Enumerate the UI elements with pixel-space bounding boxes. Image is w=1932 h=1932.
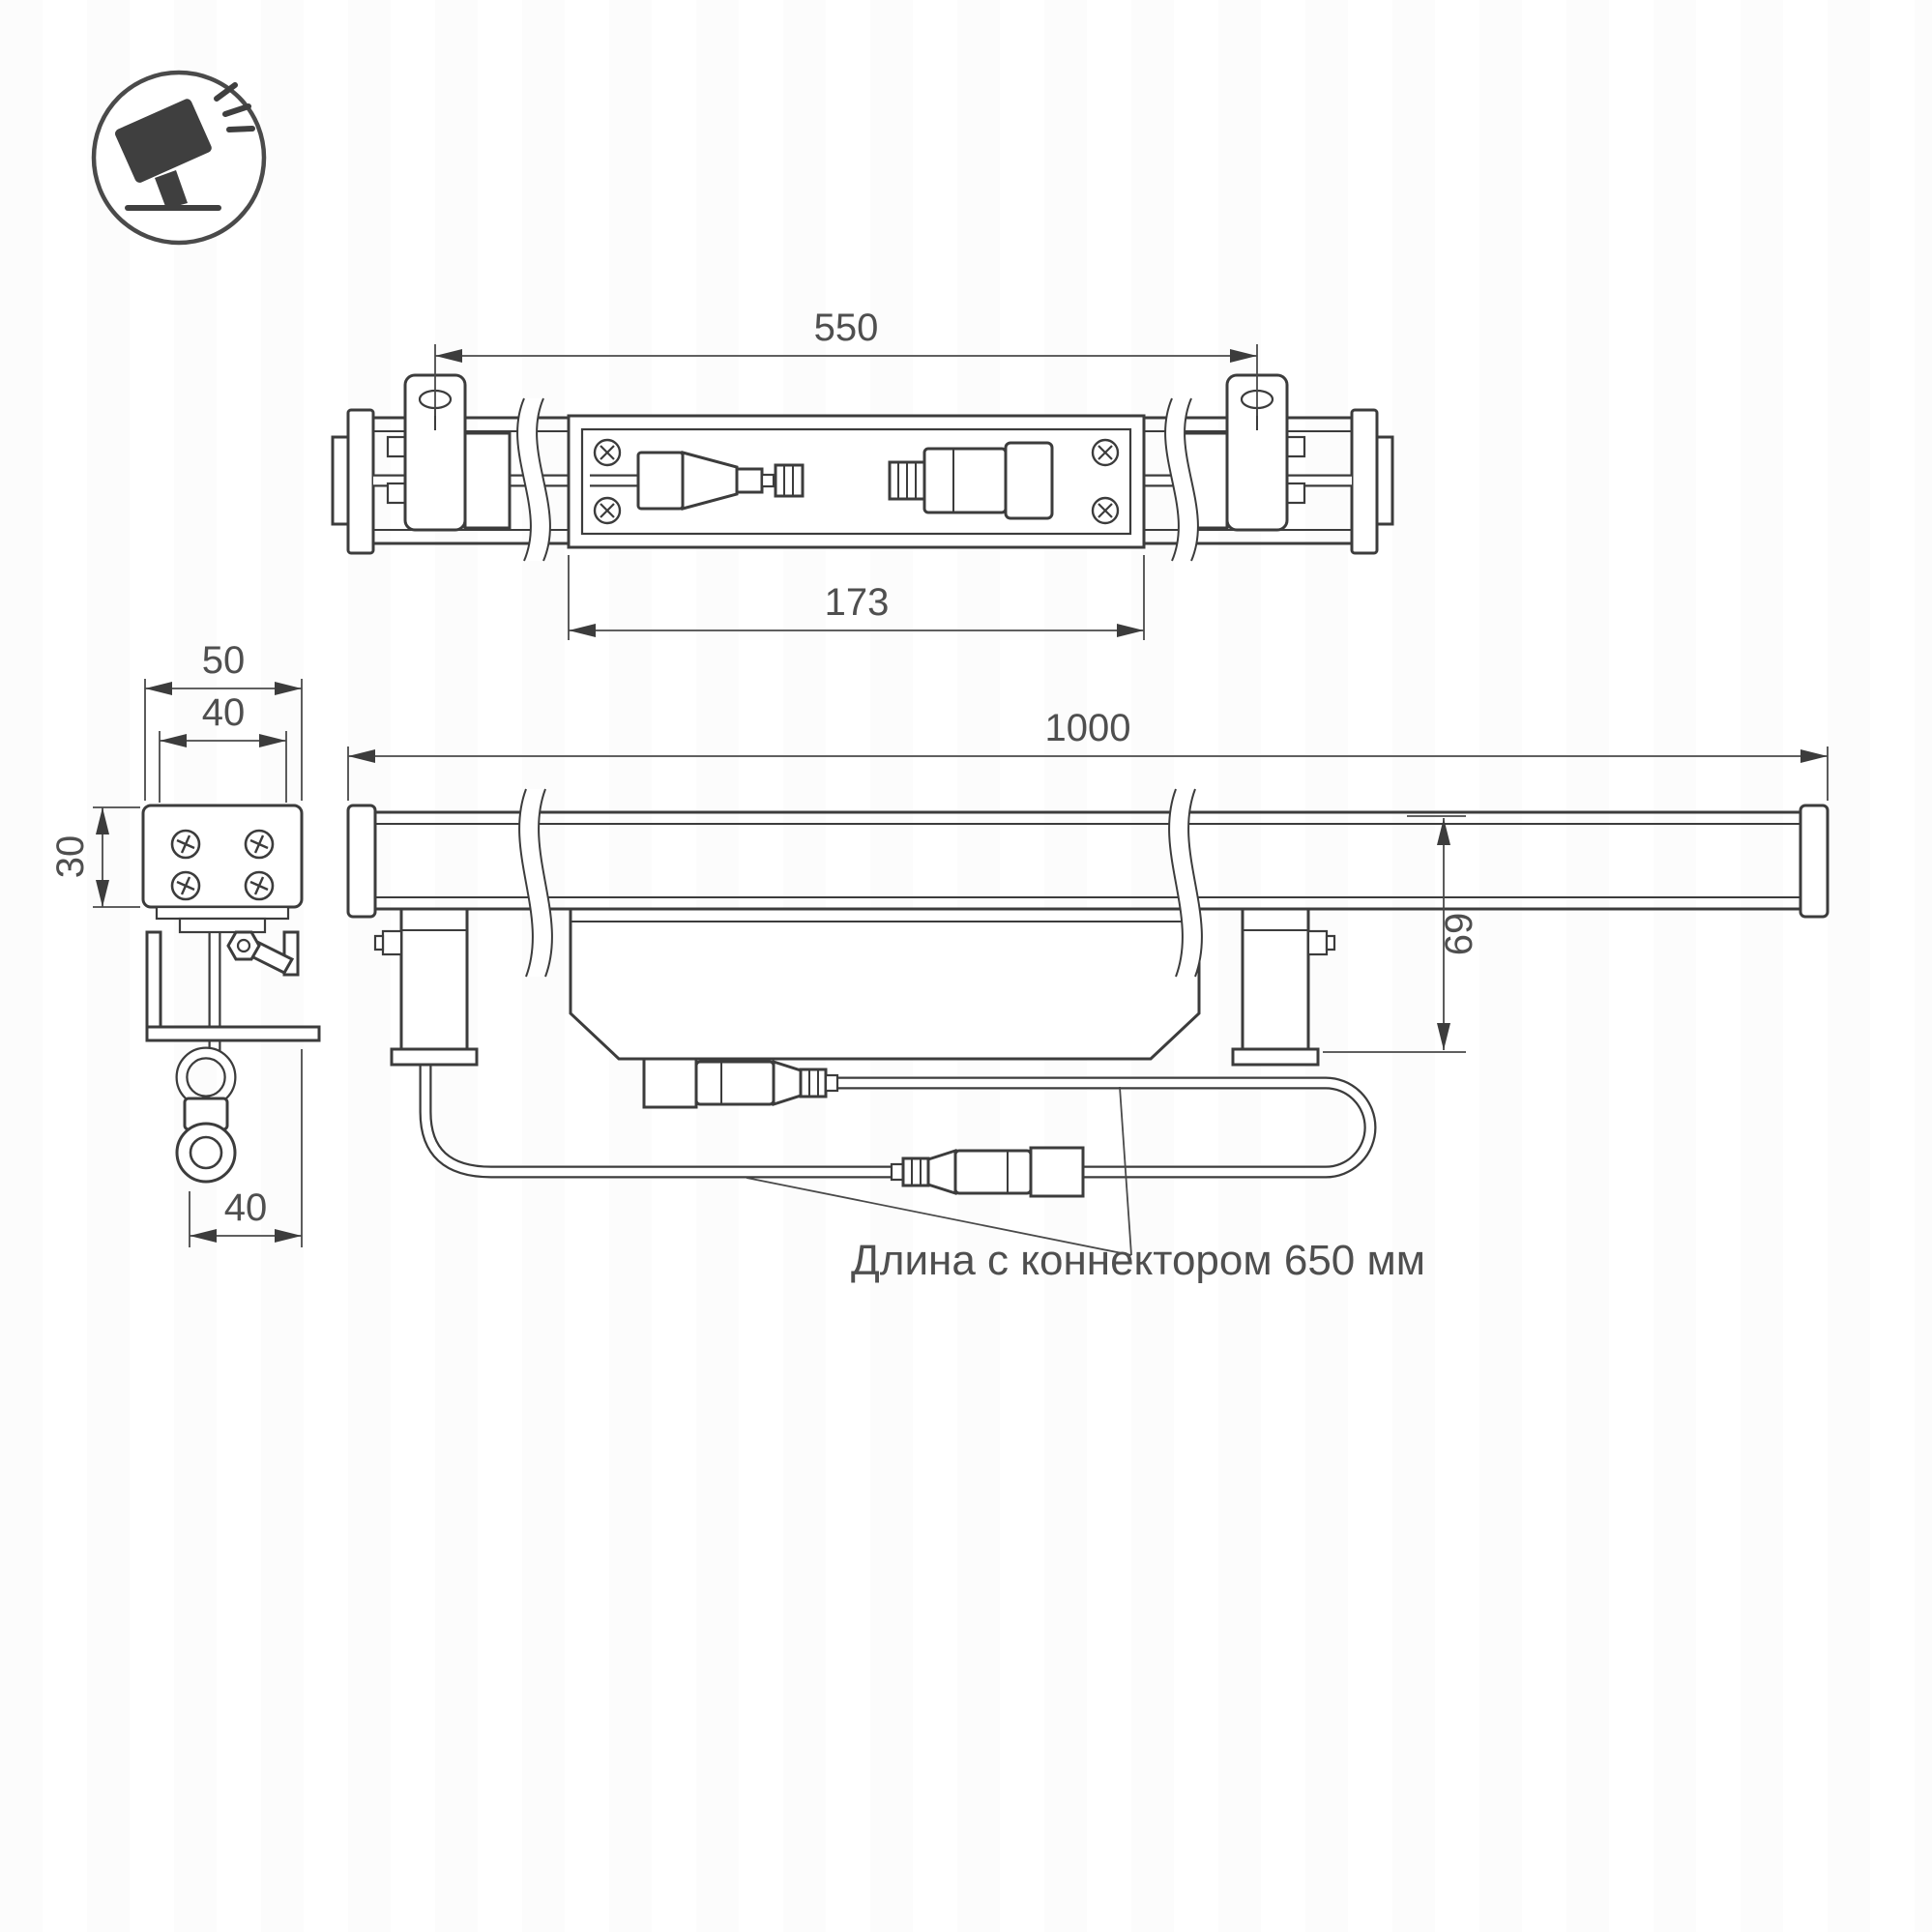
- side-view-clamp: [145, 930, 321, 1042]
- note-leader: [746, 1086, 1132, 1256]
- front-view-break-lines: [518, 788, 1203, 978]
- dimension-173: 173: [568, 555, 1145, 640]
- dim-50-label: 50: [202, 639, 246, 682]
- top-view-right-tab: [1375, 435, 1394, 526]
- dimension-1000: 1000: [347, 707, 1829, 801]
- front-view-right-bracket: [1231, 907, 1336, 1067]
- top-view-break-lines: [516, 397, 1199, 562]
- clamp-base-plate: [145, 1025, 321, 1042]
- front-view-driver-module: [569, 907, 1201, 1061]
- dim-173-label: 173: [825, 581, 890, 624]
- dimension-550: 550: [434, 307, 1258, 416]
- top-view-connector-socket: [888, 441, 1054, 520]
- top-view-right-bracket: [1181, 373, 1306, 532]
- side-view-channel: [155, 905, 290, 921]
- top-view-left-bracket: [386, 373, 512, 532]
- front-view-left-bracket: [373, 907, 479, 1067]
- side-view-body: [141, 804, 304, 909]
- top-view-left-tab: [331, 435, 350, 526]
- front-view: 1000 69: [346, 707, 1830, 1198]
- dim-40-bottom-label: 40: [224, 1186, 268, 1229]
- dim-1000-label: 1000: [1045, 707, 1131, 749]
- front-view-left-endcap: [346, 804, 377, 919]
- dimension-69: 69: [1323, 815, 1480, 1053]
- top-view-right-endcap: [1350, 408, 1379, 555]
- dim-40-top-label: 40: [202, 691, 246, 734]
- front-view-cables: [419, 1025, 1377, 1179]
- front-view-right-endcap: [1799, 804, 1830, 919]
- front-view-inline-connector: [642, 1057, 839, 1109]
- dimension-40-bottom: 40: [189, 1049, 303, 1247]
- top-view-center-module: [567, 414, 1146, 549]
- side-view: 50 40 30 40: [49, 639, 321, 1247]
- dimension-50: 50: [144, 639, 303, 801]
- dim-550-label: 550: [814, 307, 879, 349]
- side-view-connector: [175, 1097, 237, 1184]
- front-view-end-connector: [890, 1146, 1085, 1198]
- top-view-connector-plug: [636, 451, 805, 511]
- top-view: 550 173: [331, 307, 1394, 640]
- dimension-30: 30: [49, 806, 140, 908]
- top-view-left-endcap: [346, 408, 375, 555]
- dim-30-label: 30: [49, 835, 92, 879]
- side-view-cable: [175, 930, 237, 1108]
- dimension-40-top: 40: [159, 691, 287, 803]
- floodlight-ground-icon: [91, 70, 267, 246]
- dim-69-label: 69: [1438, 913, 1480, 956]
- note-text: Длина с коннектором 650 мм: [851, 1237, 1425, 1284]
